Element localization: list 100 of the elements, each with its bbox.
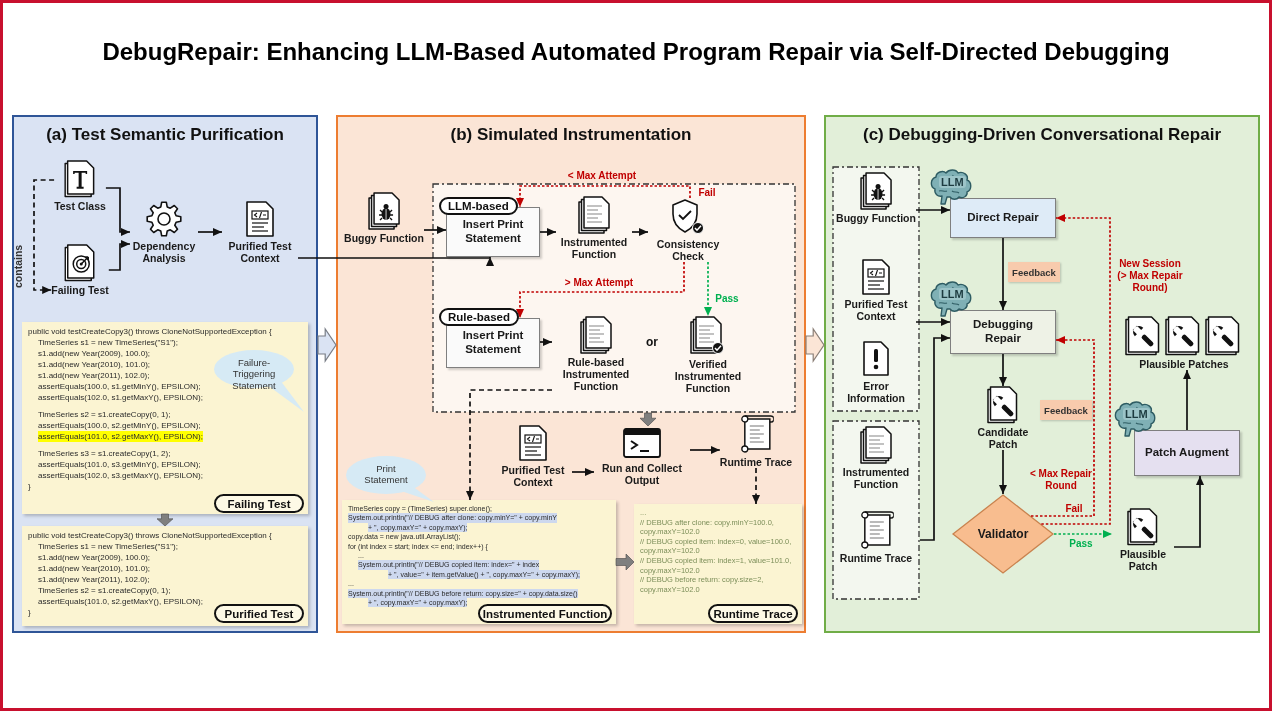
icon-caption: Runtime Trace xyxy=(839,552,913,565)
icon-caption: Dependency Analysis xyxy=(131,240,197,265)
code-line: assertEquals(101.0, s3.getMinY(), EPSILON); xyxy=(38,459,201,470)
process-label: Debugging Repair xyxy=(971,318,1034,346)
code-line: TimeSeries s3 = s1.createCopy(1, 2); xyxy=(38,448,171,459)
code-panel xyxy=(22,526,308,626)
code-line: s1.add(new Year(2011), 102.0); xyxy=(38,370,150,381)
icon-caption: Rule-based Instrumented Function xyxy=(561,356,631,393)
arrow xyxy=(999,237,1007,311)
caption-tag: Failing Test xyxy=(214,494,304,513)
caption-tag: Instrumented Function xyxy=(478,604,612,623)
dashed-arrow xyxy=(466,389,553,501)
icon-caption: Purified Test Context xyxy=(227,240,293,265)
code-line: assertEquals(102.0, s1.getMaxY(), EPSILON); xyxy=(38,392,203,403)
arrow xyxy=(539,338,553,346)
edge-label: < Max Repair Round xyxy=(1029,468,1093,492)
annotation-label: Fail xyxy=(697,187,717,198)
code-panel xyxy=(342,500,616,624)
arrow xyxy=(689,446,721,454)
brain-label: LLM xyxy=(939,288,966,300)
dashed-arrow xyxy=(1040,214,1111,525)
icon-caption: Run and Collect Output xyxy=(601,462,683,487)
note-tag: Feedback xyxy=(1040,400,1092,420)
dashed-arrow xyxy=(752,467,760,505)
arrow xyxy=(915,318,951,326)
icon-caption: Buggy Function xyxy=(344,232,424,245)
code-panel xyxy=(22,322,308,514)
arrow xyxy=(105,187,131,236)
method-tag: Rule-based xyxy=(439,308,519,326)
arrow xyxy=(1183,369,1191,431)
icon-caption: Failing Test xyxy=(51,284,109,297)
dashed-arrow xyxy=(33,179,55,294)
code-line: public void testCreateCopy3() throws CloneNotSupportedException { xyxy=(28,530,272,541)
code-line: assertEquals(102.0, s3.getMaxY(), EPSILON); xyxy=(38,470,203,481)
arrow xyxy=(915,206,951,214)
brain-label: LLM xyxy=(939,176,966,188)
code-line: TimeSeries s1 = new TimeSeries("S1"); xyxy=(38,337,178,348)
note-tag: Feedback xyxy=(1008,262,1060,282)
code-line: s1.add(new Year(2011), 102.0); xyxy=(38,574,150,585)
brain-label: LLM xyxy=(1123,408,1150,420)
annotation-label: Fail xyxy=(1064,503,1084,514)
icon-caption: Instrumented Function xyxy=(559,236,629,261)
code-line: } xyxy=(28,607,31,618)
icon-caption: Buggy Function xyxy=(836,212,916,225)
icon-caption: Plausible Patches xyxy=(1139,358,1229,371)
code-line: s1.add(new Year(2010), 101.0); xyxy=(38,359,151,370)
panel-title: (b) Simulated Instrumentation xyxy=(450,125,692,145)
process-label: Insert Print Statement xyxy=(461,329,525,357)
caption-tag: Purified Test xyxy=(214,604,304,623)
caption-tag: Runtime Trace xyxy=(708,604,798,623)
icon-caption: Verified Instrumented Function xyxy=(673,358,743,395)
arrow xyxy=(571,468,595,476)
panel xyxy=(12,115,318,633)
arrow xyxy=(615,553,635,571)
edge-label: contains xyxy=(12,244,24,288)
arrow xyxy=(156,513,174,527)
output-panel xyxy=(634,504,802,624)
bubble-text: Failure-Triggering Statement xyxy=(231,357,277,392)
icon-caption: Test Class xyxy=(54,200,106,213)
code-line: s1.add(new Year(2009), 100.0); xyxy=(38,552,151,563)
decision-label: Validator xyxy=(977,527,1029,541)
arrow xyxy=(539,228,557,236)
code-line: TimeSeries s1 = new TimeSeries("S1"); xyxy=(38,541,178,552)
dashed-arrow xyxy=(1053,530,1113,538)
arrow xyxy=(423,226,447,234)
icon-caption: Consistency Check xyxy=(655,238,721,263)
edge-label: Pass xyxy=(1068,538,1094,550)
panel-title: (a) Test Semantic Purification xyxy=(46,125,284,145)
dashed-arrow xyxy=(516,261,685,319)
dashed-arrow xyxy=(516,185,691,208)
code-line: s1.add(new Year(2009), 100.0); xyxy=(38,348,151,359)
icon-caption: Instrumented Function xyxy=(841,466,911,491)
arrow xyxy=(107,240,131,271)
code-line: TimeSeries s2 = s1.createCopy(0, 1); xyxy=(38,409,171,420)
process-label: Insert Print Statement xyxy=(461,218,525,246)
dashed-arrow xyxy=(704,261,712,317)
icon-caption: Runtime Trace xyxy=(719,456,793,469)
arrow xyxy=(631,228,649,236)
code-line: assertEquals(100.0, s1.getMinY(), EPSILON); xyxy=(38,381,201,392)
arrow xyxy=(1173,475,1204,548)
icon-caption: Error Information xyxy=(846,380,906,405)
arrow xyxy=(999,353,1007,387)
icon-caption: Candidate Patch xyxy=(976,426,1030,451)
icon-caption: Purified Test Context xyxy=(500,464,566,489)
panel xyxy=(824,115,1260,633)
arrow xyxy=(919,334,951,541)
block-arrow xyxy=(317,327,337,363)
edge-label: > Max Attempt xyxy=(563,277,635,289)
dashed-arrow xyxy=(1030,336,1095,517)
panel xyxy=(336,115,806,633)
arrow xyxy=(197,228,223,236)
arrow xyxy=(999,449,1007,495)
code-line: assertEquals(101.0, s2.getMaxY(), EPSILON); xyxy=(38,596,203,607)
code-line: } xyxy=(28,481,31,492)
annotation-label: or xyxy=(645,335,659,349)
bubble-text: Print Statement xyxy=(363,463,409,486)
code-line: s1.add(new Year(2010), 101.0); xyxy=(38,563,151,574)
block-arrow xyxy=(805,327,825,363)
panel-title: (c) Debugging-Driven Conversational Repair xyxy=(863,125,1221,145)
diagram-title: DebugRepair: Enhancing LLM-Based Automated Program Repair via Self-Directed Debugging xyxy=(102,38,1170,66)
